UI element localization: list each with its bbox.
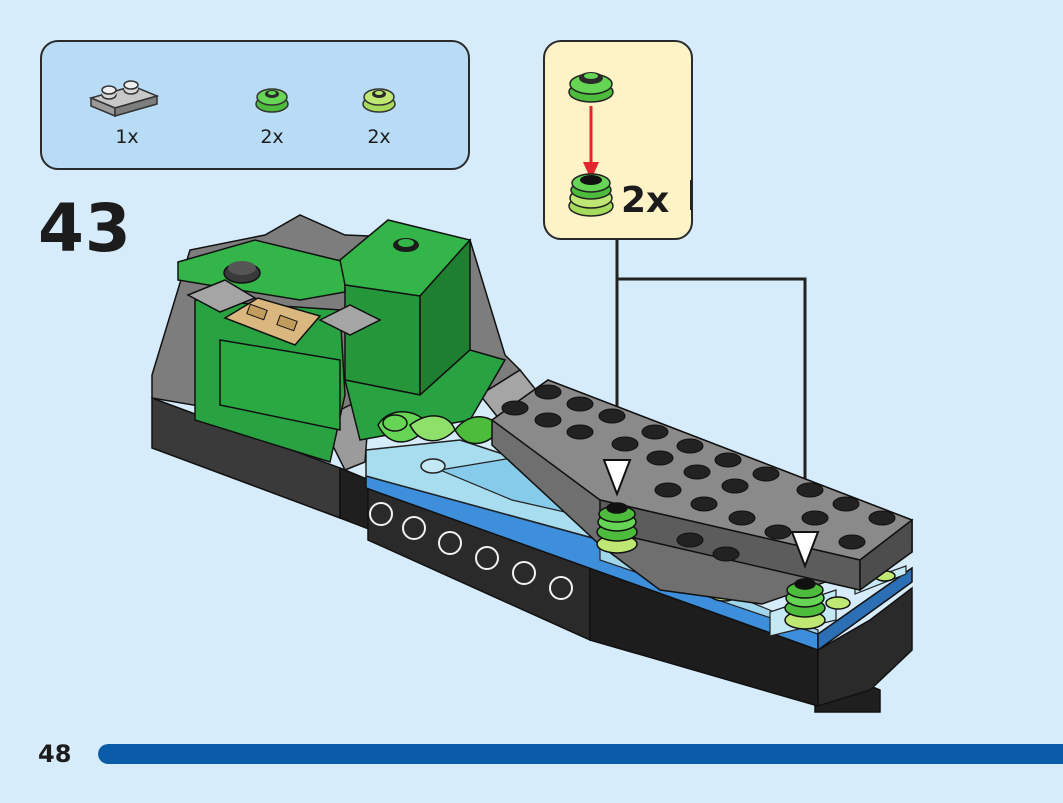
placement-arrows: [602, 459, 820, 569]
part-quantity: 2x: [260, 126, 284, 148]
dark-gray-studs: [501, 384, 896, 562]
part-item: 1x: [82, 72, 172, 148]
part-quantity: 2x: [367, 126, 391, 148]
part-quantity: 1x: [115, 126, 139, 148]
top-details: [186, 261, 382, 346]
red-arrowhead: [583, 162, 599, 180]
sub-assembly-diagram: [568, 72, 692, 217]
green-round-plant-piece-icon: [255, 88, 289, 113]
gray-2x1-plate-icon: [88, 80, 160, 118]
page-number: 48: [38, 740, 72, 768]
part-item: 2x: [227, 72, 317, 148]
placed-plant-stack: [596, 502, 638, 554]
technic-holes: [369, 502, 573, 600]
part-item: 2x: [334, 72, 424, 148]
green-round-plant-piece-icon: [570, 173, 612, 200]
step-number: 43: [38, 190, 132, 267]
sub-assembly-callout: 2x: [543, 40, 693, 240]
callout-quantity: 2x: [621, 180, 670, 221]
progress-bar: [98, 744, 1063, 764]
plant-leaves: [377, 411, 501, 445]
parts-list-box: 1x 2x 2x: [40, 40, 470, 170]
green-round-plant-piece-icon: [568, 72, 614, 103]
progress-bar-fill: [98, 744, 1063, 764]
black-base: [151, 396, 913, 713]
lime-round-plant-piece-icon: [362, 88, 396, 113]
placed-plant-stack: [784, 578, 826, 630]
